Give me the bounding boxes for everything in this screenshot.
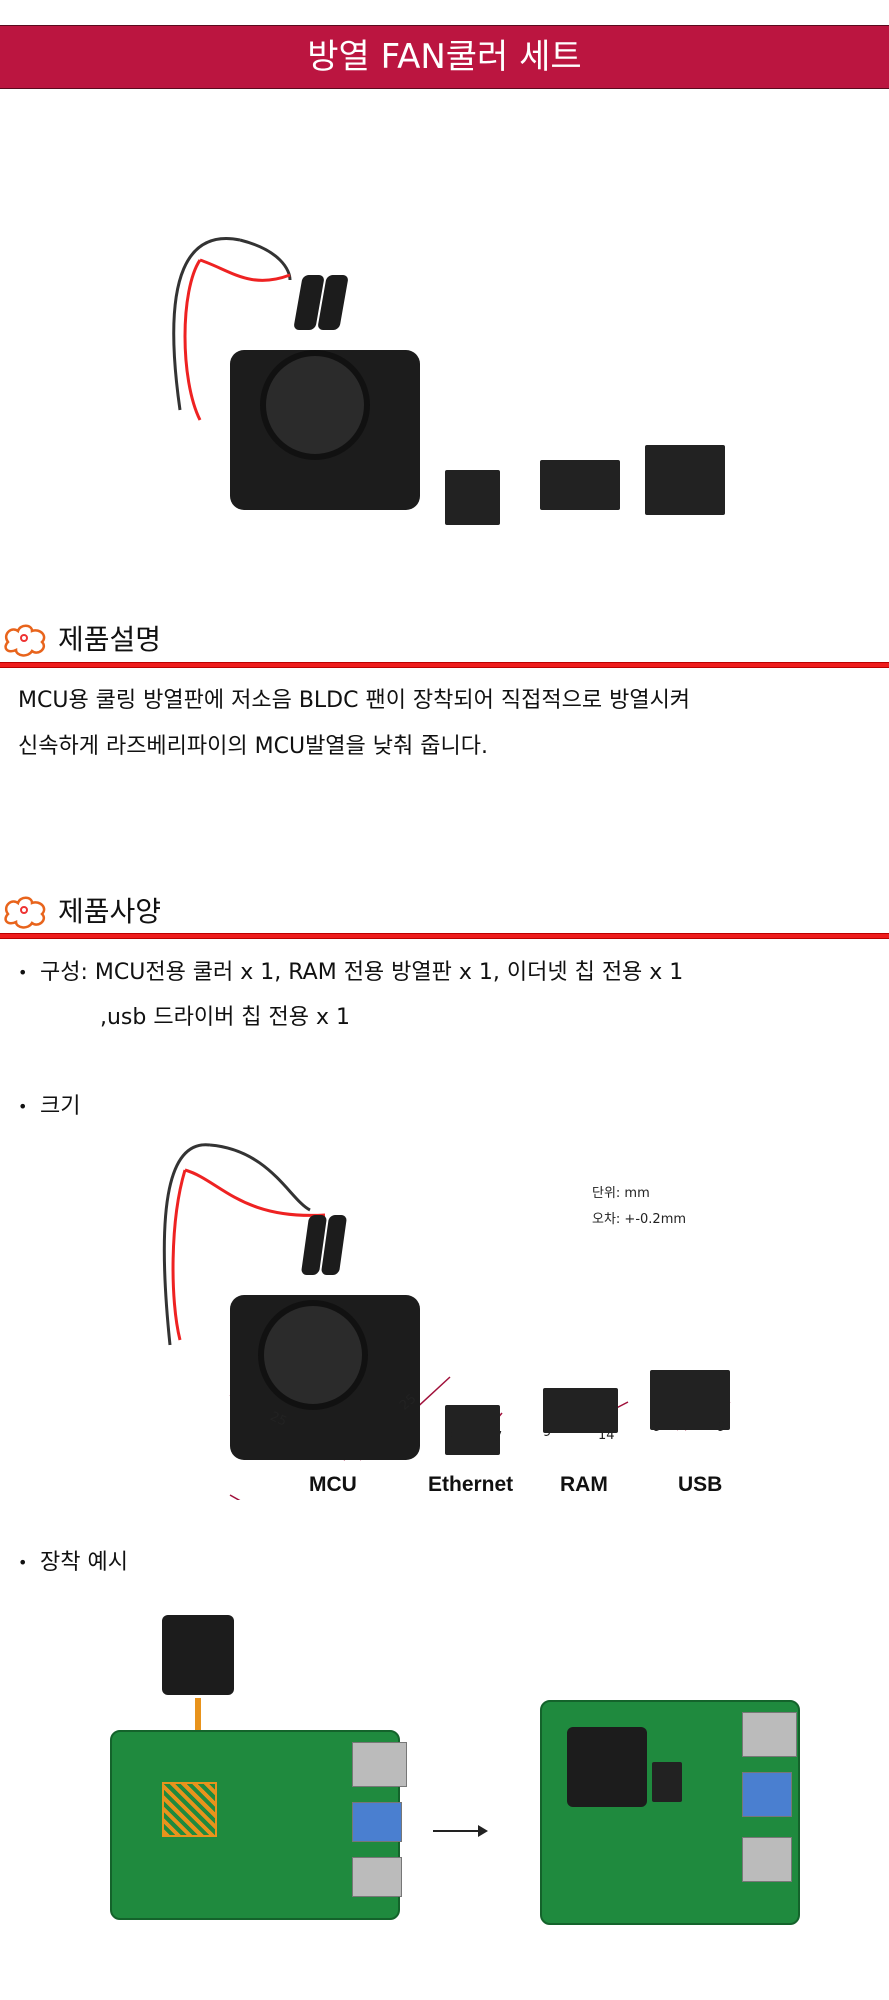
description-line: MCU용 쿨링 방열판에 저소음 BLDC 팬이 장착되어 직접적으로 방열시켜 xyxy=(18,688,691,713)
arrow-down-icon xyxy=(195,1698,201,1748)
fan-blades xyxy=(258,1300,368,1410)
size-figure: 25 25 7 7 9 14 9 9 단위: mm 오차: +-0.2mm xyxy=(150,1140,750,1500)
label-ethernet: Ethernet xyxy=(428,1473,514,1496)
spec-install-example: • 장착 예시 xyxy=(18,1548,128,1578)
bullet-dot: • xyxy=(18,963,28,982)
install-example-image xyxy=(100,1610,830,1940)
description-line: 신속하게 라즈베리파이의 MCU발열을 낮춰 줍니다. xyxy=(18,734,488,759)
unit-note: 단위: mm xyxy=(592,1186,650,1201)
raspberry-pi-board-before xyxy=(110,1730,407,1920)
ram-heatsink xyxy=(543,1388,618,1433)
section-header-specs: 제품사양 xyxy=(0,892,889,932)
usb-port xyxy=(352,1802,402,1842)
raspberry-pi-board-after xyxy=(540,1700,800,1925)
label-usb: USB xyxy=(678,1473,723,1496)
spec-composition-cont: ,usb 드라이버 칩 전용 x 1 xyxy=(100,1005,351,1030)
page-title: 방열 FAN쿨러 세트 xyxy=(307,37,582,77)
installed-heatsink xyxy=(652,1762,682,1802)
puzzle-cloud-icon xyxy=(4,896,46,929)
dim-ram-b: 14 xyxy=(598,1428,615,1443)
mcu-chip-highlight xyxy=(162,1782,217,1837)
section-divider xyxy=(0,662,889,668)
bullet-dot: • xyxy=(18,1553,28,1572)
section-divider xyxy=(0,933,889,939)
dim-ram-a: 9 xyxy=(543,1425,552,1440)
fan-cable xyxy=(172,237,292,421)
spec-text: 크기 xyxy=(40,1094,81,1119)
dim-usb-a: 9 xyxy=(653,1420,662,1435)
usb-port xyxy=(742,1712,797,1757)
dim-eth-b: 7 xyxy=(494,1430,503,1445)
dim-usb-b: 9 xyxy=(717,1420,726,1435)
installed-fan xyxy=(567,1727,647,1807)
ethernet-heatsink xyxy=(445,470,500,525)
arrow-head xyxy=(478,1825,488,1837)
product-image xyxy=(150,230,750,550)
spec-size: • 크기 xyxy=(18,1092,80,1122)
arrow-right-icon xyxy=(433,1830,483,1832)
label-ram: RAM xyxy=(560,1473,608,1496)
usb-heatsink xyxy=(645,445,725,515)
section-title: 제품설명 xyxy=(58,623,162,656)
section-header-description: 제품설명 xyxy=(0,620,889,660)
usb-port xyxy=(352,1857,402,1897)
page-title-banner: 방열 FAN쿨러 세트 xyxy=(0,25,889,89)
fan-blades xyxy=(260,350,370,460)
puzzle-cloud-icon xyxy=(4,624,46,657)
section-title: 제품사양 xyxy=(58,895,162,928)
tolerance-note: 오차: +-0.2mm xyxy=(592,1212,687,1227)
usb-heatsink xyxy=(650,1370,730,1430)
label-mcu: MCU xyxy=(309,1473,357,1496)
bullet-dot: • xyxy=(18,1097,28,1116)
spec-text: 장착 예시 xyxy=(40,1550,128,1575)
spec-text: 구성: MCU전용 쿨러 x 1, RAM 전용 방열판 x 1, 이더넷 칩 … xyxy=(40,960,684,985)
spec-composition: • 구성: MCU전용 쿨러 x 1, RAM 전용 방열판 x 1, 이더넷 칩… xyxy=(18,958,683,988)
usb-port xyxy=(742,1772,792,1817)
dim-eth-a: 7 xyxy=(446,1430,455,1445)
usb-port xyxy=(352,1742,407,1787)
ram-heatsink xyxy=(540,460,620,510)
ethernet-heatsink xyxy=(445,1405,500,1455)
fan-unit xyxy=(162,1615,234,1695)
usb-port xyxy=(742,1837,792,1882)
